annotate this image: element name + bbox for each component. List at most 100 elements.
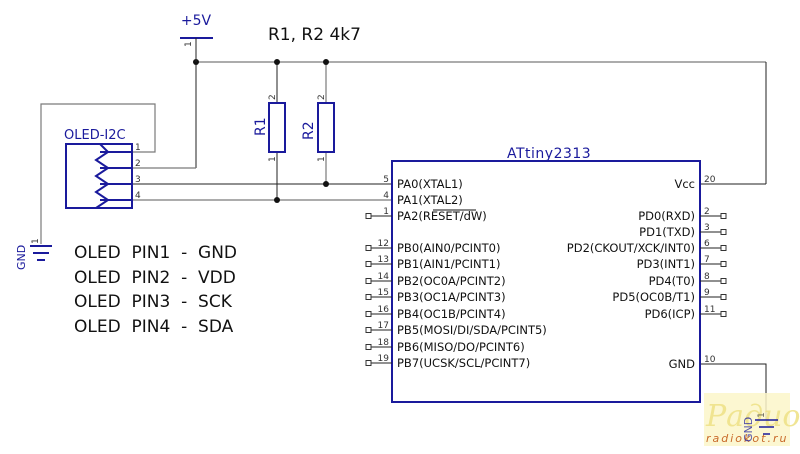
mcu-pin-right: 20 Vcc (674, 175, 715, 191)
resistor-r1: R1 2 1 (253, 94, 286, 162)
wire-oled-gnd (40, 103, 156, 244)
no-connect-marker (365, 311, 372, 317)
junction-r2-top (323, 59, 329, 65)
pin-name: PB4(OC1B/PCINT4) (397, 307, 506, 321)
pin-number: 6 (704, 239, 710, 249)
pin-name: PB0(AIN0/PCINT0) (397, 241, 500, 255)
pin-name: PD4(T0) (649, 274, 695, 288)
connector-title: OLED-I2C (64, 128, 126, 143)
pin-name: PB5(MOSI/DI/SDA/PCINT5) (397, 323, 547, 337)
no-connect-marker (365, 245, 372, 251)
junction-r1-top (274, 59, 280, 65)
pin-name: PD6(ICP) (645, 307, 695, 321)
pin-number: 9 (704, 288, 710, 298)
r2-ref: R2 (301, 121, 317, 140)
no-connect-marker (720, 229, 727, 235)
pin-name: GND (669, 357, 696, 371)
pin-number: 8 (704, 272, 710, 282)
pin-number: 4 (383, 191, 389, 201)
ground-left-pin: 1 (31, 238, 41, 244)
connector-body (65, 143, 133, 209)
ground-left-symbol: GND 1 (15, 238, 52, 270)
mcu-pin-right: 2 PD0(RXD) (638, 207, 727, 223)
pin-name: PD0(RXD) (638, 209, 695, 223)
junction-r2-sck (323, 181, 329, 187)
pin-name: PB2(OC0A/PCINT2) (397, 274, 506, 288)
r1-ref: R1 (253, 117, 269, 136)
pin-number: 13 (378, 255, 389, 265)
note-line-1: OLED PIN1 - GND (74, 243, 237, 263)
connector-pin-3: 3 (135, 175, 141, 185)
connector-pin-1: 1 (135, 143, 141, 153)
mcu-pin-left: 19 PB7(UCSK/SCL/PCINT7) (365, 354, 530, 370)
mcu-pin-left: 4 PA1(XTAL2) (383, 191, 463, 207)
mcu-pin-right: 9 PD5(OC0B/T1) (612, 288, 727, 304)
pin-name: PD2(CKOUT/XCK/INT0) (567, 241, 695, 255)
pin-number: 10 (704, 355, 716, 365)
pin-name: PB1(AIN1/PCINT1) (397, 257, 500, 271)
pin-name: PA1(XTAL2) (397, 193, 463, 207)
ground-right-symbol: GND 1 (742, 412, 778, 442)
note-line-3: OLED PIN3 - SCK (74, 292, 233, 312)
pin-number: 17 (378, 321, 389, 331)
pin-number: 7 (704, 255, 710, 265)
mcu-pin-right: 8 PD4(T0) (649, 272, 727, 288)
no-connect-marker (365, 294, 372, 300)
pin-name: PB7(UCSK/SCL/PCINT7) (397, 356, 530, 370)
pin-number: 5 (383, 175, 389, 185)
pin-name: PB6(MISO/DO/PCINT6) (397, 340, 525, 354)
r1-pin-top: 2 (268, 94, 278, 100)
mcu-pin-right: 10 GND (669, 355, 716, 371)
no-connect-marker (365, 278, 372, 284)
pin-number: 1 (383, 207, 389, 217)
r2-pin-top: 2 (317, 94, 327, 100)
watermark-small: radiokot.ru (706, 432, 788, 445)
connector-pin-2: 2 (135, 159, 141, 169)
power-label: +5V (181, 13, 212, 29)
note-line-2: OLED PIN2 - VDD (74, 268, 236, 288)
pinout-notes: OLED PIN1 - GND OLED PIN2 - VDD OLED PIN… (74, 243, 237, 337)
pin-number: 18 (378, 338, 390, 348)
pin-number: 19 (378, 354, 390, 364)
mcu-pin-left: 17 PB5(MOSI/DI/SDA/PCINT5) (365, 321, 547, 337)
oled-connector: OLED-I2C 1 2 3 4 (64, 128, 141, 209)
resistor-value-label: R1, R2 4k7 (268, 25, 361, 45)
mcu-pin-left: 15 PB3(OC1A/PCINT3) (365, 288, 506, 304)
connector-pin-4: 4 (135, 191, 141, 201)
r1-body (268, 102, 286, 153)
mcu-pin-right: 6 PD2(CKOUT/XCK/INT0) (567, 239, 727, 255)
pin-name: PD5(OC0B/T1) (612, 290, 695, 304)
power-5v-symbol: +5V 1 (180, 13, 213, 62)
ground-right-label: GND (742, 417, 755, 442)
no-connect-marker (365, 261, 372, 267)
connector-contacts (94, 143, 110, 209)
power-pin-num: 1 (184, 41, 194, 47)
no-connect-marker (720, 245, 727, 251)
pin-name: PB3(OC1A/PCINT3) (397, 290, 506, 304)
pin-name: Vcc (674, 177, 695, 191)
resistor-r2: R2 2 1 (301, 94, 335, 162)
ground-left-label: GND (15, 245, 28, 270)
no-connect-marker (365, 360, 372, 366)
r1-pin-bottom: 1 (268, 156, 278, 162)
pin-name: PA0(XTAL1) (397, 177, 463, 191)
no-connect-marker (720, 213, 727, 219)
no-connect-marker (365, 327, 372, 333)
pin-number: 2 (704, 207, 710, 217)
mcu-pin-left: 13 PB1(AIN1/PCINT1) (365, 255, 500, 271)
mcu-title: ATtiny2313 (507, 146, 591, 162)
note-line-4: OLED PIN4 - SDA (74, 317, 234, 337)
r2-pin-bottom: 1 (317, 156, 327, 162)
pin-number: 12 (378, 239, 389, 249)
r2-body (317, 102, 335, 153)
pin-number: 20 (704, 175, 716, 185)
pin-number: 15 (378, 288, 389, 298)
no-connect-marker (365, 344, 372, 350)
